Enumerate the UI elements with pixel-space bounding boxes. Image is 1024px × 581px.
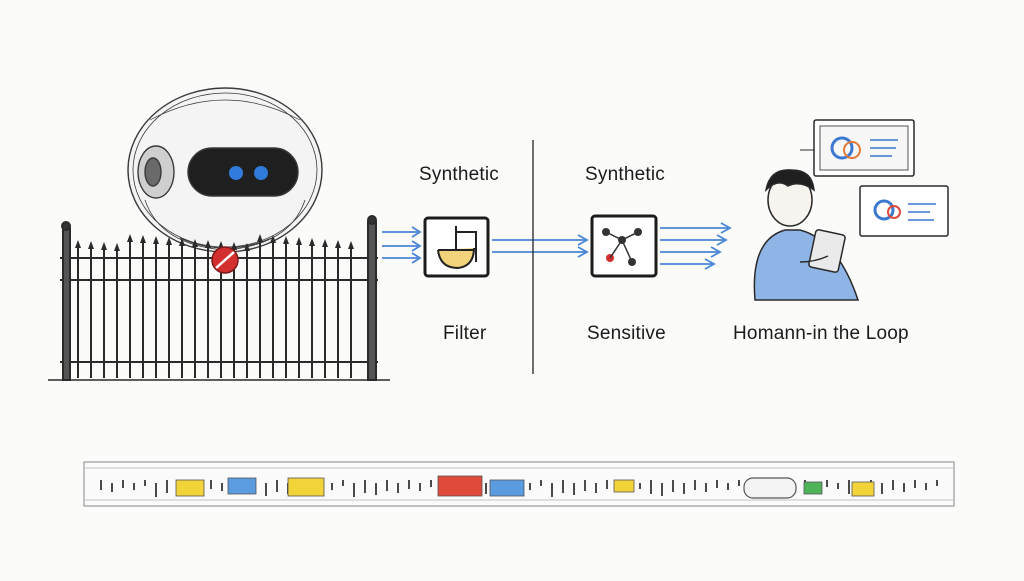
- strip-tick: [705, 483, 707, 492]
- fence-spike: [283, 236, 289, 244]
- strip-tick: [562, 480, 564, 493]
- fence-spike: [179, 238, 185, 246]
- strip-tick: [540, 480, 542, 486]
- strip-tick: [683, 483, 685, 494]
- fence-spike: [166, 237, 172, 245]
- strip-tick: [738, 480, 740, 486]
- fence-spike: [270, 235, 276, 243]
- fence-spike: [88, 241, 94, 249]
- strip-tick: [727, 483, 729, 490]
- strip-tick: [100, 480, 102, 490]
- strip-tick: [848, 480, 850, 494]
- strip-tick: [122, 480, 124, 488]
- strip-tick: [595, 483, 597, 493]
- strip-tick: [133, 483, 135, 490]
- synthetic-label-left: Synthetic: [419, 164, 499, 185]
- fence-spike: [114, 243, 120, 251]
- strip-tick: [925, 483, 927, 490]
- strip-tick: [375, 483, 377, 495]
- strip-tick: [166, 480, 168, 493]
- strip-tick: [144, 480, 146, 486]
- strip-tick: [353, 483, 355, 497]
- strip-tick: [364, 480, 366, 493]
- sensitive-label: Sensitive: [587, 323, 666, 344]
- fence-spike: [127, 234, 133, 242]
- person-with-tablet-icon: [753, 169, 860, 301]
- strip-tick: [639, 483, 641, 489]
- synthetic-label-right: Synthetic: [585, 164, 665, 185]
- strip-tick: [694, 480, 696, 490]
- strip-tick: [386, 480, 388, 491]
- fence-spike: [296, 237, 302, 245]
- dashboard-screens-icon: [800, 119, 949, 237]
- fence-spike: [322, 239, 328, 247]
- filter-box-icon: [423, 216, 490, 278]
- strip-tick: [716, 480, 718, 488]
- fence-spike: [140, 235, 146, 243]
- strip-tick: [914, 480, 916, 488]
- fence-spike: [153, 236, 159, 244]
- fence-spike: [205, 240, 211, 248]
- strip-tick: [881, 483, 883, 494]
- strip-tick: [892, 480, 894, 490]
- strip-tick: [650, 480, 652, 494]
- human-in-the-loop-label: Homann-in the Loop: [733, 323, 909, 344]
- strip-tick: [331, 483, 333, 490]
- fence-spike: [257, 234, 263, 242]
- strip-tick: [485, 483, 487, 494]
- strip-tick: [672, 480, 674, 492]
- fence-spike: [348, 241, 354, 249]
- data-strip-icon: [83, 461, 955, 507]
- fence-spike: [192, 239, 198, 247]
- strip-tick: [529, 483, 531, 490]
- fence-spike: [309, 238, 315, 246]
- fence-spike: [244, 243, 250, 251]
- blocked-sign-icon: [211, 246, 239, 274]
- strip-tick: [606, 480, 608, 489]
- strip-tick: [397, 483, 399, 493]
- fence-spike: [231, 242, 237, 250]
- strip-tick: [826, 480, 828, 487]
- strip-tick: [430, 480, 432, 487]
- strip-tick: [210, 480, 212, 489]
- strip-tick: [837, 483, 839, 489]
- strip-tick: [265, 483, 267, 496]
- strip-tick: [573, 483, 575, 495]
- fence-spike: [75, 240, 81, 248]
- arrows-filter-to-sensitive: [492, 234, 589, 258]
- strip-tick: [903, 483, 905, 492]
- strip-tick: [419, 483, 421, 491]
- strip-tick: [221, 483, 223, 491]
- fence-spike: [101, 242, 107, 250]
- strip-tick: [276, 480, 278, 492]
- arrows-into-filter: [382, 226, 422, 264]
- strip-tick: [342, 480, 344, 486]
- robot-head-icon: [127, 87, 323, 253]
- arrows-to-human: [660, 222, 732, 270]
- network-box-icon: [590, 214, 658, 278]
- filter-label: Filter: [443, 323, 487, 344]
- strip-tick: [111, 483, 113, 492]
- strip-tick: [661, 483, 663, 496]
- strip-tick: [408, 480, 410, 489]
- fence-spike: [335, 240, 341, 248]
- strip-tick: [584, 480, 586, 491]
- strip-tick: [936, 480, 938, 486]
- strip-tick: [155, 483, 157, 497]
- strip-tick: [551, 483, 553, 497]
